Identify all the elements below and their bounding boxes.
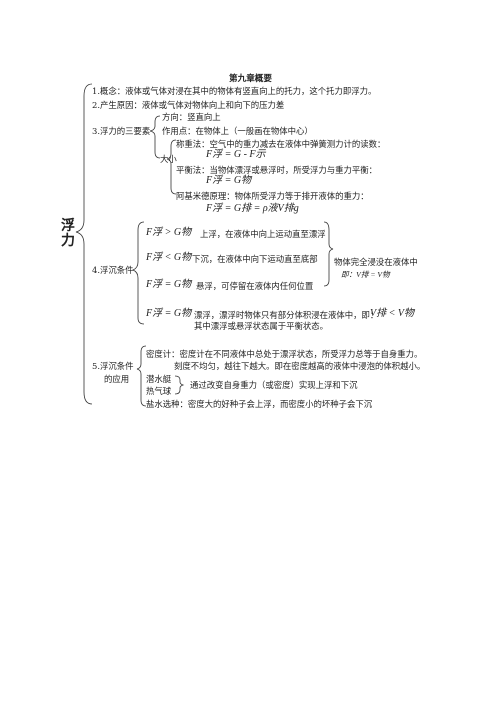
size-brace — [166, 139, 177, 195]
condition-rise-formula: F浮 > G物 — [146, 227, 192, 238]
apply-brace — [136, 345, 147, 407]
weigh-formula: F浮 = G - F示 — [206, 149, 266, 160]
immersed-brace — [323, 221, 334, 287]
balance-method: 平衡法：当物体漂浮或悬浮时，所受浮力与重力平衡： — [176, 165, 377, 175]
seed-selection-item: 盐水选种：密度大的好种子会上浮，而密度小的坏种子会下沉 — [146, 399, 373, 409]
condition-rise-text: 上浮，在液体中向上运动直至漂浮 — [200, 229, 326, 239]
balloon-item: 热气球 — [146, 386, 172, 396]
float-brace — [131, 221, 145, 325]
main-brace — [75, 83, 93, 405]
condition-suspend-formula: F浮 = G物 — [146, 279, 192, 290]
apply-label-line1: 5.浮沉条件 — [92, 361, 134, 371]
float-label: 4.浮沉条件 — [92, 265, 134, 275]
archimedes-principle: 阿基米德原理：物体所受浮力等于排开液体的重力： — [176, 191, 369, 201]
root-topic: 浮力 — [61, 218, 75, 249]
condition-float-text: 漂浮，漂浮时物体只有部分体积浸在液体中，即： — [194, 310, 379, 320]
three-elements-brace — [149, 115, 161, 159]
densimeter-item: 密度计：密度计在不同液体中总处于漂浮状态，所受浮力总等于自身重力。 — [146, 349, 423, 359]
condition-float-formula: F浮 = G物 — [146, 308, 192, 319]
action-point-item: 作用点：在物体上（一般画在物体中心） — [162, 126, 313, 136]
densimeter-detail: 刻度不均匀，越往下越大。即在密度越高的液体中浸泡的体积越小。 — [174, 361, 426, 371]
immersed-note: 物体完全浸没在液体中 — [334, 257, 418, 267]
condition-sink-text: 下沉，在液体中向下运动直至底部 — [192, 254, 318, 264]
apply-label-line2: 的应用 — [104, 374, 130, 384]
three-elements-label: 3.浮力的三要素 — [92, 126, 151, 136]
page-title: 第九章概要 — [229, 74, 272, 84]
submarine-item: 潜水艇 — [146, 374, 172, 384]
submarine-balloon-note: 通过改变自身重力（或密度）实现上浮和下沉 — [190, 380, 358, 390]
direction-item: 方向：竖直向上 — [162, 112, 221, 122]
cause-item: 2.产生原因：液体或气体对物体向上和向下的压力差 — [92, 100, 285, 110]
condition-sink-formula: F浮 < G物 — [146, 252, 192, 263]
weigh-method: 称重法：空气中的重力减去在液体中弹簧测力计的读数： — [176, 139, 386, 149]
size-label: 大小 — [160, 154, 177, 164]
immersed-relation: 即：V排 = V物 — [341, 270, 390, 279]
condition-float-relation: V排 < V物 — [370, 308, 414, 319]
balance-formula: F浮 = G物 — [206, 175, 252, 186]
concept-item: 1.概念：液体或气体对浸在其中的物体有竖直向上的托力，这个托力即浮力。 — [92, 86, 377, 96]
archimedes-formula: F浮 = G排 = ρ液V排g — [206, 203, 299, 214]
condition-suspend-text: 悬浮，可停留在液体内任何位置 — [196, 281, 314, 291]
balance-state-note: 其中漂浮或悬浮状态属于平衡状态。 — [194, 321, 328, 331]
sub-brace — [174, 375, 185, 395]
